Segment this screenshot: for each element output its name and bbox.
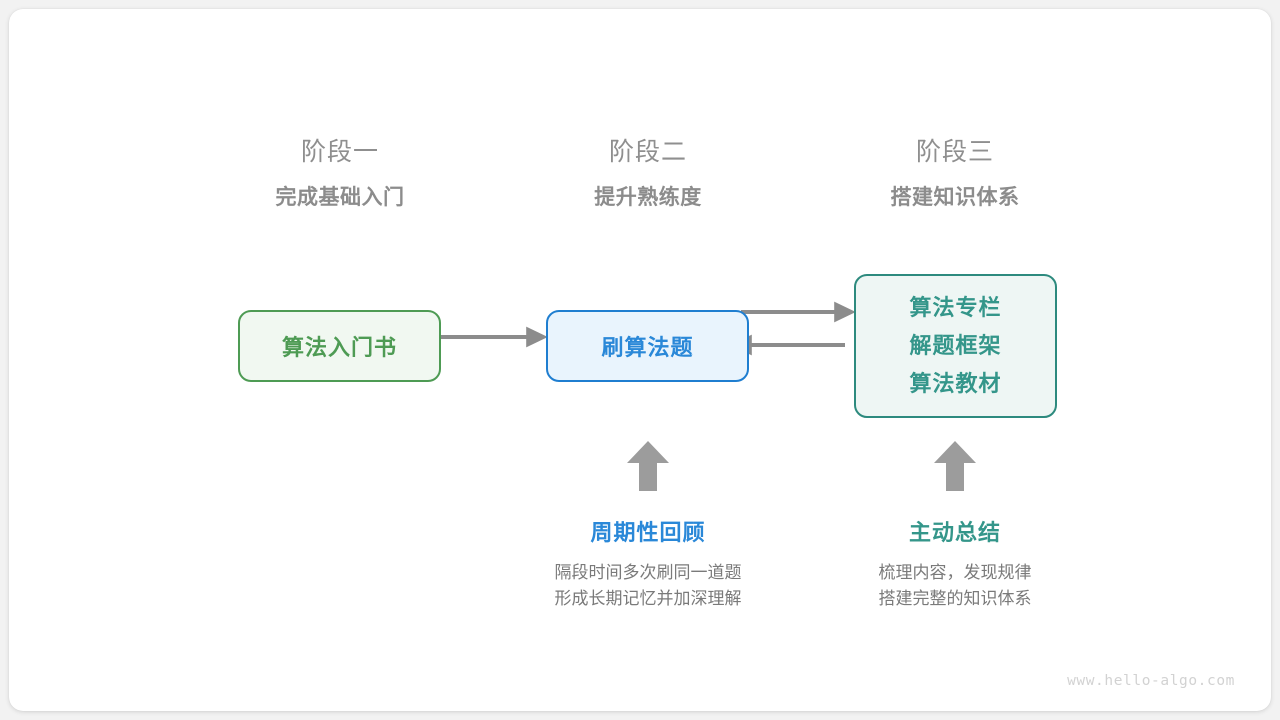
node-line: 算法教材 xyxy=(909,371,1002,396)
annotation-description-line: 搭建完整的知识体系 xyxy=(878,589,1032,608)
node-practice-problems[interactable]: 刷算法题 xyxy=(546,310,749,382)
up-arrow-icon xyxy=(934,441,976,491)
annotation-description-line: 隔段时间多次刷同一道题 xyxy=(554,563,742,582)
annotation-description: 梳理内容，发现规律 搭建完整的知识体系 xyxy=(795,560,1115,612)
annotation-description: 隔段时间多次刷同一道题 形成长期记忆并加深理解 xyxy=(488,560,808,612)
stage-header-2: 阶段二 提升熟练度 xyxy=(518,135,778,213)
annotation-description-line: 形成长期记忆并加深理解 xyxy=(554,589,742,608)
node-algorithm-intro-book[interactable]: 算法入门书 xyxy=(238,310,441,382)
stage-index-label: 阶段二 xyxy=(608,138,687,166)
stage-title-label: 提升熟练度 xyxy=(594,186,702,209)
annotation-periodic-review: 周期性回顾 隔段时间多次刷同一道题 形成长期记忆并加深理解 xyxy=(488,518,808,612)
stage-title-label: 完成基础入门 xyxy=(275,186,405,209)
diagram-card: 阶段一 完成基础入门 阶段二 提升熟练度 阶段三 搭建知识体系 xyxy=(9,9,1271,711)
stage-header-3: 阶段三 搭建知识体系 xyxy=(825,135,1085,213)
stage-index-label: 阶段三 xyxy=(915,138,994,166)
up-arrow-icon xyxy=(627,441,669,491)
node-line: 算法入门书 xyxy=(281,335,397,360)
stage-title-label: 搭建知识体系 xyxy=(890,186,1020,209)
annotation-title: 周期性回顾 xyxy=(590,520,706,545)
annotation-title: 主动总结 xyxy=(908,520,1001,545)
annotation-active-summary: 主动总结 梳理内容，发现规律 搭建完整的知识体系 xyxy=(795,518,1115,612)
stage-header-1: 阶段一 完成基础入门 xyxy=(210,135,470,213)
node-line: 刷算法题 xyxy=(601,335,694,360)
node-learning-resources[interactable]: 算法专栏 解题框架 算法教材 xyxy=(854,274,1057,418)
annotation-description-line: 梳理内容，发现规律 xyxy=(878,563,1032,582)
watermark-url: www.hello-algo.com xyxy=(1067,673,1235,689)
node-line: 解题框架 xyxy=(909,333,1002,358)
stage-index-label: 阶段一 xyxy=(300,138,379,166)
node-line: 算法专栏 xyxy=(909,295,1002,320)
